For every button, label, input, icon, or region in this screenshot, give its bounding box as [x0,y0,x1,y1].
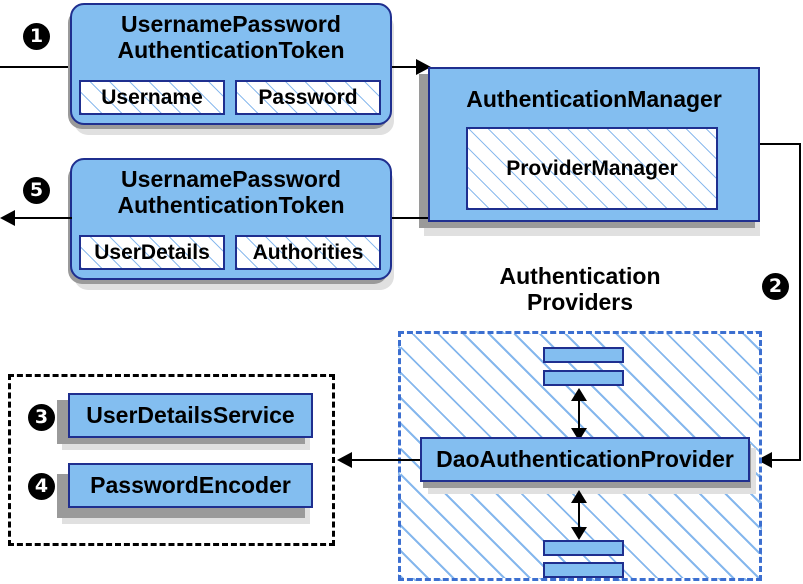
arrowhead-to-dependencies [337,452,352,468]
connector-manager-down [799,143,801,461]
request-token-title: UsernamePassword AuthenticationToken [117,11,345,63]
response-token-field-userdetails[interactable]: UserDetails [79,235,225,270]
connector-providers-bottom [578,497,580,533]
other-provider-bar-bottom-1 [543,540,624,556]
connector-response-out [15,217,72,219]
connector-manager-to-response [392,217,428,219]
step-marker-4: 4 [28,473,55,500]
other-provider-bar-bottom-2 [543,562,624,578]
authentication-providers-title: Authentication Providers [499,263,661,315]
connector-providers-top [578,396,580,433]
response-token-field-userdetails-label: UserDetails [94,240,210,264]
other-provider-bar-top-1 [543,347,624,363]
passwordencoder-node[interactable]: PasswordEncoder [68,463,313,508]
arrowhead-to-manager [416,59,431,75]
response-token-field-authorities[interactable]: Authorities [235,235,381,270]
response-token-field-authorities-label: Authorities [252,240,364,264]
request-token-field-password[interactable]: Password [235,80,381,115]
userdetailsservice-node[interactable]: UserDetailsService [68,393,313,438]
dao-authentication-provider-label: DaoAuthenticationProvider [436,446,734,472]
arrowhead-providers-bottom-up [571,490,587,503]
arrowhead-response-out [0,210,15,226]
dao-authentication-provider-node[interactable]: DaoAuthenticationProvider [420,437,750,482]
step-marker-3: 3 [28,404,55,431]
arrowhead-providers-bottom-down [571,527,587,540]
step-marker-2: 2 [762,273,789,300]
request-token-field-username[interactable]: Username [79,80,225,115]
passwordencoder-label: PasswordEncoder [90,472,291,498]
provider-manager-label: ProviderManager [506,156,678,180]
connector-provider-to-dependencies [352,459,420,461]
step-marker-5: 5 [23,177,50,204]
other-provider-bar-top-2 [543,370,624,386]
connector-manager-exit [760,143,801,145]
response-token-node[interactable]: UsernamePassword AuthenticationToken [70,158,392,280]
dependencies-container [8,374,335,546]
authentication-manager-title: AuthenticationManager [466,86,722,112]
request-token-field-password-label: Password [258,85,358,109]
arrowhead-providers-top-up [571,388,587,401]
userdetailsservice-label: UserDetailsService [86,402,295,428]
provider-manager-node[interactable]: ProviderManager [466,127,718,210]
request-token-field-username-label: Username [101,85,203,109]
step-marker-1: 1 [23,23,50,50]
connector-token-to-manager [392,66,428,68]
connector-into-dao-provider [762,459,801,461]
response-token-title: UsernamePassword AuthenticationToken [117,166,345,218]
connector-request-in [0,66,72,68]
